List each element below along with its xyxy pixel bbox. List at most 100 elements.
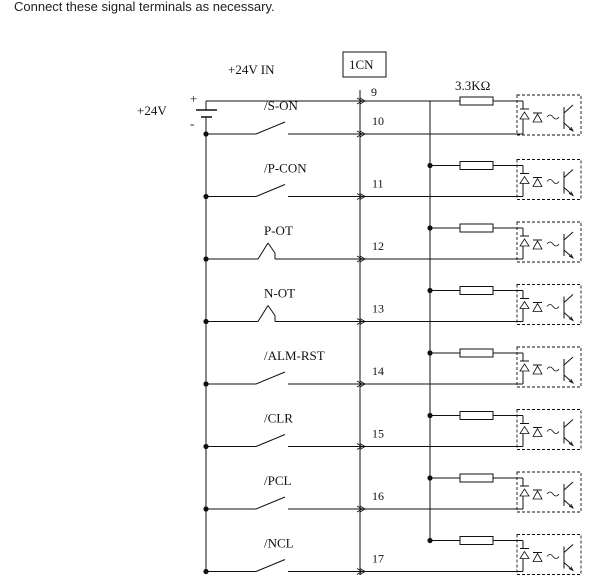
signal-5-pin-label: 14: [372, 364, 384, 378]
signal-8-transistor-collector: [563, 544, 574, 553]
signal-4-name-label: N-OT: [264, 286, 295, 301]
battery-icon: [196, 109, 217, 118]
signal-6-optocoupler-box: [516, 409, 582, 450]
signal-1-diode-icon-2: [532, 113, 543, 123]
signal-3-resistor-icon: [459, 223, 494, 233]
signal-2-transistor-emitter: [563, 187, 574, 196]
signal-3-nc-tip: [267, 242, 276, 254]
signal-1-light-icon: [546, 114, 560, 120]
signal-3-pin-label: 12: [372, 239, 384, 253]
connector-box: [342, 51, 387, 78]
signal-4-light-icon: [546, 304, 560, 309]
signal-2-diode-icon-1: [519, 175, 530, 184]
signal-8-emitter-arrow: [568, 566, 574, 572]
signal-2-transistor-collector: [563, 169, 574, 178]
signal-6-diode-icon-1: [519, 425, 530, 434]
signal-2-light-icon: [546, 179, 560, 184]
signal-8-resistor-icon: [459, 536, 494, 545]
connector-label: 1CN: [349, 57, 374, 72]
signal-5-optocoupler-box: [516, 346, 582, 388]
signal-7-emitter-arrow: [568, 503, 574, 509]
signal-7-resistor-icon: [459, 473, 494, 483]
signal-7-transistor-emitter: [563, 499, 574, 509]
signal-5-transistor-collector: [563, 356, 574, 366]
signal-8-pin-label: 17: [372, 552, 384, 566]
signal-4-diode-icon-2: [532, 302, 543, 312]
signal-1-resistor-icon: [459, 96, 494, 106]
signal-2-resistor-icon: [459, 161, 494, 170]
signal-1-diode-icon-1: [519, 111, 530, 120]
signal-4-nc-tip: [267, 305, 276, 316]
signal-6-light-icon: [546, 429, 560, 434]
signal-5-name-label: /ALM-RST: [264, 348, 325, 363]
signal-3-nc-blade: [257, 242, 269, 260]
signal-6-no-blade: [255, 434, 286, 447]
signal-4-nc-blade: [257, 305, 269, 322]
signal-1-no-blade: [255, 121, 286, 135]
signal-8-no-blade: [255, 559, 286, 572]
signal-7-diode-icon-1: [519, 488, 530, 497]
signal-2-emitter-arrow: [568, 191, 574, 197]
signal-4-pin-label: 13: [372, 302, 384, 316]
supply-voltage-label: +24V: [137, 103, 167, 118]
signal-1-transistor-collector: [563, 104, 574, 114]
signal-3-diode-icon-2: [532, 240, 543, 250]
signal-1-pin-label: 10: [372, 114, 384, 128]
signal-7-name-label: /PCL: [264, 473, 292, 488]
signal-8-diode-icon-2: [532, 552, 543, 562]
signal-1-name-label: /S-ON: [264, 98, 299, 113]
signal-2-diode-icon-2: [532, 177, 543, 187]
signal-1-emitter-arrow: [568, 126, 574, 132]
signal-3-emitter-arrow: [568, 253, 574, 259]
signal-5-no-blade: [255, 371, 286, 385]
signal-5-emitter-arrow: [568, 378, 574, 384]
signal-5-diode-icon-2: [532, 365, 543, 375]
signal-5-light-icon: [546, 366, 560, 372]
signal-6-pin-label: 15: [372, 427, 384, 441]
signal-8-name-label: /NCL: [264, 536, 294, 551]
signal-8-transistor-emitter: [563, 562, 574, 571]
signal-3-diode-icon-1: [519, 238, 530, 247]
signal-6-transistor-emitter: [563, 437, 574, 446]
instruction-text: Connect these signal terminals as necess…: [14, 0, 275, 14]
signal-7-diode-icon-2: [532, 490, 543, 500]
signal-7-light-icon: [546, 491, 560, 497]
signal-6-name-label: /CLR: [264, 411, 293, 426]
signal-5-diode-icon-1: [519, 363, 530, 372]
signal-3-name-label: P-OT: [264, 223, 293, 238]
signal-3-transistor-emitter: [563, 249, 574, 259]
signal-4-resistor-icon: [459, 286, 494, 295]
signal-6-diode-icon-2: [532, 427, 543, 437]
battery-plus-sign: +: [190, 91, 197, 106]
common-pin-label: 9: [371, 85, 377, 99]
supply-label: +24V IN: [228, 62, 275, 77]
signal-3-optocoupler-box: [516, 221, 582, 263]
signal-1-transistor-emitter: [563, 122, 574, 132]
signal-8-optocoupler-box: [516, 534, 582, 575]
signal-4-transistor-emitter: [563, 312, 574, 321]
signal-2-name-label: /P-CON: [264, 161, 307, 176]
signal-7-no-blade: [255, 496, 286, 510]
signal-8-diode-icon-1: [519, 550, 530, 559]
signal-4-transistor-collector: [563, 294, 574, 303]
signal-4-optocoupler-box: [516, 284, 582, 325]
resistor-label: 3.3KΩ: [455, 78, 490, 93]
signal-7-pin-label: 16: [372, 489, 384, 503]
signal-7-transistor-collector: [563, 481, 574, 491]
signal-5-transistor-emitter: [563, 374, 574, 384]
signal-8-light-icon: [546, 554, 560, 559]
signal-2-no-blade: [255, 184, 286, 197]
signal-6-emitter-arrow: [568, 441, 574, 447]
battery-minus-sign: -: [190, 116, 194, 131]
signal-2-pin-label: 11: [372, 177, 384, 191]
signal-5-resistor-icon: [459, 348, 494, 358]
signal-4-diode-icon-1: [519, 300, 530, 309]
signal-7-optocoupler-box: [516, 471, 582, 513]
signal-6-resistor-icon: [459, 411, 494, 420]
signal-6-transistor-collector: [563, 419, 574, 428]
signal-4-emitter-arrow: [568, 316, 574, 322]
signal-3-light-icon: [546, 241, 560, 247]
signal-2-optocoupler-box: [516, 159, 582, 200]
